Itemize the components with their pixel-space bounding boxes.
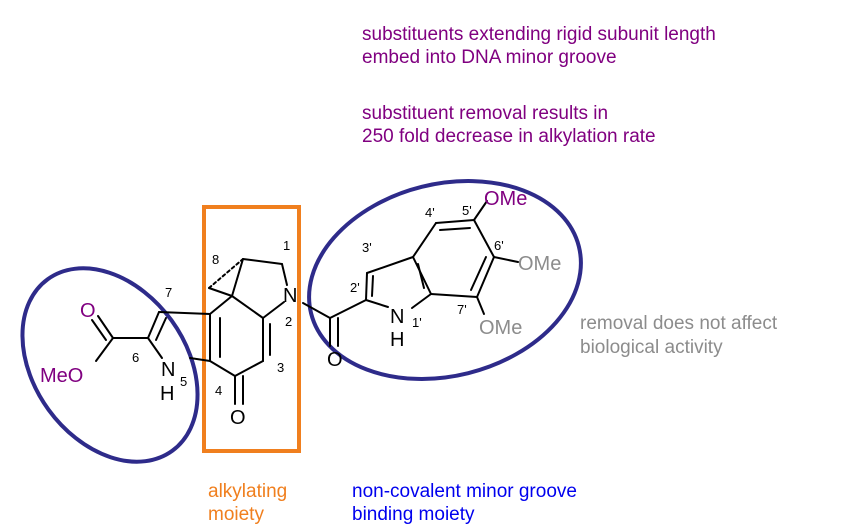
atom-ome-low: OMe <box>479 317 522 339</box>
atom-h-pyrrole: H <box>160 383 174 405</box>
position-1: 1 <box>283 238 290 253</box>
atom-o-amide: O <box>327 349 343 371</box>
position-5-prime: 5' <box>462 203 472 218</box>
atom-o-ester-carbonyl: O <box>80 300 96 322</box>
position-4: 4 <box>215 383 222 398</box>
binding-moiety-label-line2: binding moiety <box>352 504 475 525</box>
left-binding-ellipse <box>20 266 200 464</box>
bond-lines <box>91 200 519 405</box>
no-effect-note-line1: removal does not affect <box>580 313 778 334</box>
rigid-subunit-note-line1: substituents extending rigid subunit len… <box>362 24 716 45</box>
position-5: 5 <box>180 374 187 389</box>
atom-n-indole: N <box>390 306 404 328</box>
position-3-prime: 3' <box>362 240 372 255</box>
position-6: 6 <box>132 350 139 365</box>
position-8: 8 <box>212 252 219 267</box>
position-4-prime: 4' <box>425 205 435 220</box>
position-3: 3 <box>277 360 284 375</box>
alkylating-moiety-label-line2: moiety <box>208 504 264 525</box>
binding-moiety-label-line1: non-covalent minor groove <box>352 481 577 502</box>
right-binding-ellipse <box>307 179 583 381</box>
rigid-subunit-note-line2: embed into DNA minor groove <box>362 47 617 68</box>
alkylating-moiety-box <box>202 205 301 453</box>
position-7-prime: 7' <box>457 302 467 317</box>
atom-n-pyrrole: N <box>161 359 175 381</box>
no-effect-note-line2: biological activity <box>580 337 723 358</box>
position-numbers: 1 2 3 4 5 6 7 8 2' 3' 4' 5' 6' 7' 1' <box>132 203 504 398</box>
position-2-prime: 2' <box>350 280 360 295</box>
alkylating-moiety-label-line1: alkylating <box>208 481 287 502</box>
atom-h-indole: H <box>390 329 404 351</box>
atom-meo: MeO <box>40 365 83 387</box>
position-1-prime: 1' <box>412 315 422 330</box>
atom-ome-mid: OMe <box>518 253 561 275</box>
position-2: 2 <box>285 314 292 329</box>
atom-o-ketone: O <box>230 407 246 429</box>
atom-n-ring: N <box>283 285 297 307</box>
removal-rate-note-line2: 250 fold decrease in alkylation rate <box>362 126 656 147</box>
atom-ome-top: OMe <box>484 188 527 210</box>
atom-labels: OMe OMe OMe N N H O O O MeO N H <box>40 188 561 429</box>
position-6-prime: 6' <box>494 238 504 253</box>
annotations: substituents extending rigid subunit len… <box>208 24 778 525</box>
position-7: 7 <box>165 285 172 300</box>
removal-rate-note-line1: substituent removal results in <box>362 103 608 124</box>
